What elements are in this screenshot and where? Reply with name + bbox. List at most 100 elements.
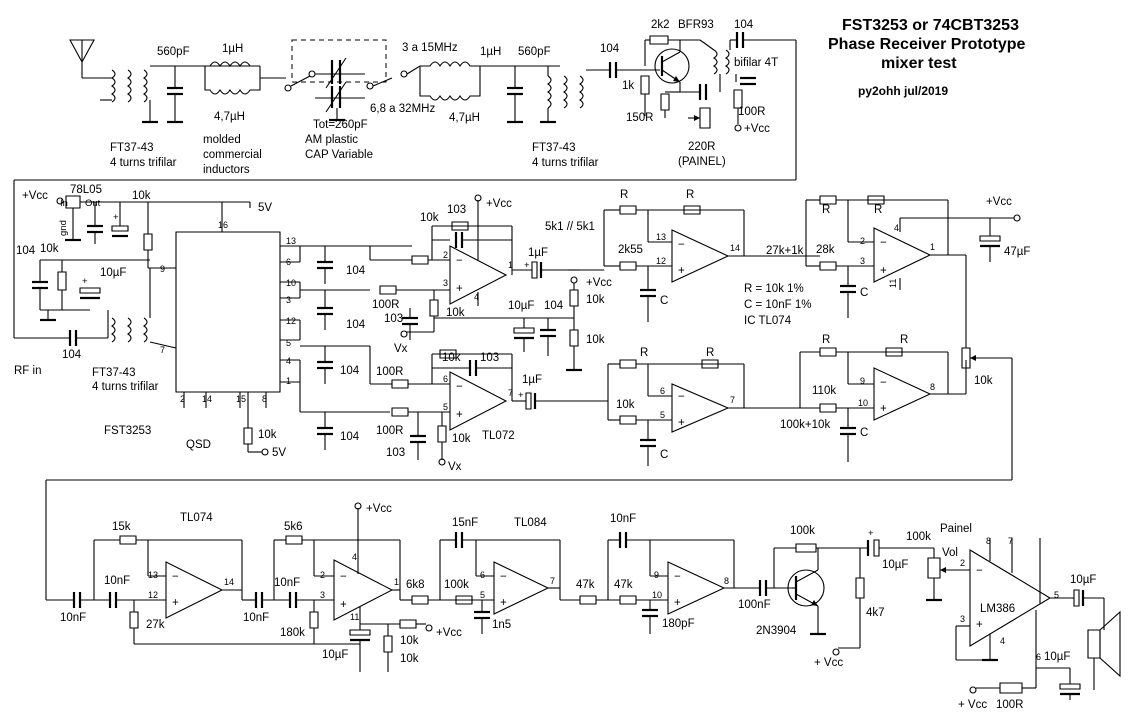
- phase-pin-8: 8: [930, 382, 935, 392]
- phase-shift-section: R R C 2k55 − + 13 12 14 R = 10k 1% C = 1…: [46, 189, 1030, 600]
- phase-pin-5: 5: [660, 410, 665, 420]
- painel-label: Painel: [940, 523, 972, 535]
- c1uf-b-plus: +: [518, 390, 524, 401]
- qsd-pin-5: 5: [286, 338, 291, 348]
- cap-variable-label: CAP Variable: [305, 149, 373, 161]
- reg-78l05-label: 78L05: [70, 184, 102, 196]
- audio-opamp-a: [166, 562, 222, 618]
- r100k-audio-label: 100k: [444, 579, 469, 591]
- opamp-b-plus: +: [456, 409, 463, 421]
- phase-opamp-c-minus: −: [678, 391, 685, 403]
- r-c-label: R: [822, 204, 830, 216]
- l2-1uh-label: 1µH: [480, 46, 501, 58]
- qsd-pin-9: 9: [160, 264, 165, 274]
- r150-label: 150R: [626, 112, 654, 124]
- transformer-1-primary: [112, 70, 115, 102]
- note-r-label: R = 10k 1%: [744, 283, 804, 295]
- speaker-icon: [1088, 630, 1100, 658]
- lm386-pin-7: 7: [1008, 536, 1013, 546]
- phase-pin-1: 1: [930, 242, 935, 252]
- r10k-fb1-label: 10k: [420, 212, 439, 224]
- c47uf-label: 47µF: [1004, 246, 1030, 258]
- bfr93-transistor-icon: [655, 49, 689, 83]
- r100k-bias-label: 100k: [790, 525, 815, 537]
- qsd-pin-4: 4: [286, 356, 291, 366]
- divider-c104-label: 104: [544, 300, 564, 312]
- reg-gnd-label: gnd: [58, 220, 69, 236]
- qsd-pin-1: 1: [286, 376, 291, 386]
- opamp-a-plus: +: [456, 283, 463, 295]
- r10k-g-label: 10k: [616, 399, 635, 411]
- c180pf-label: 180pF: [662, 618, 695, 630]
- audio-opamp-d: [668, 562, 724, 614]
- fst3253-chip: [176, 232, 280, 392]
- r10k-top-label: 10k: [132, 190, 151, 202]
- bifilar-label: bifilar 4T: [734, 57, 778, 69]
- audio-vcc-label: +Vcc: [366, 503, 392, 515]
- opamp-b-pin-5: 5: [443, 402, 448, 412]
- divider-r10k-top: 10k: [586, 294, 605, 306]
- r100r-b-label: 100R: [376, 366, 404, 378]
- lm386-pin-6: 6: [1036, 652, 1041, 662]
- opamp-a-pin-4: 4: [474, 292, 479, 302]
- vx1-label: Vx: [394, 343, 408, 355]
- c104-coupling-label: 104: [600, 43, 620, 55]
- r-a-label: R: [620, 189, 628, 201]
- audio-pin-10: 10: [652, 590, 662, 600]
- c10uf-left-plus: +: [82, 276, 88, 287]
- r-b-label: R: [686, 189, 694, 201]
- r10k-in1-label: 10k: [446, 307, 465, 319]
- c10nf-d-label: 10nF: [610, 513, 636, 525]
- audio-opamp-c-plus: +: [500, 597, 507, 609]
- tl072-opamp-a: [450, 246, 506, 304]
- pot220-label: 220R: [688, 141, 716, 153]
- lm386-minus: −: [976, 565, 983, 577]
- transformer-3: [112, 318, 115, 342]
- r100k-label: 100k+10k: [780, 419, 830, 431]
- buffer-vcc-label: + Vcc: [814, 657, 843, 669]
- opamp-b-pin-7: 7: [508, 388, 513, 398]
- phase-opamp-a-minus: −: [678, 239, 685, 251]
- c-b-label: C: [860, 287, 868, 299]
- opamp-b-minus: −: [456, 381, 463, 393]
- reg-cap-plus: +: [113, 212, 119, 223]
- fst3253-label: FST3253: [104, 425, 151, 437]
- audio-pin-11: 11: [350, 612, 359, 622]
- qsd-pin-15: 15: [236, 394, 246, 404]
- vx2-label: Vx: [448, 461, 462, 473]
- inductor-4u7h-b: [420, 66, 480, 100]
- phase-pin-10: 10: [858, 398, 868, 408]
- qsd-pin-7: 7: [160, 345, 165, 355]
- r5k1-label: 5k1 // 5k1: [545, 221, 595, 233]
- volume-pot[interactable]: [928, 558, 940, 578]
- r5k6-label: 5k6: [284, 521, 303, 533]
- r10k-bias-label: 10k: [40, 243, 59, 255]
- c10nf-in-label: 10nF: [60, 612, 86, 624]
- audio-vcc2-label: +Vcc: [436, 627, 462, 639]
- c-d-label: C: [860, 427, 868, 439]
- r100-label: 100R: [738, 106, 766, 118]
- r28k-label: 28k: [816, 244, 835, 256]
- pot220-painel-label: (PAINEL): [678, 156, 726, 168]
- qsd-pin-8: 8: [262, 394, 267, 404]
- qsd-pin-2: 2: [180, 394, 185, 404]
- lm386-vcc-label: + Vcc: [958, 699, 987, 711]
- rf-frontend: 560pF 1µH 4,7µH molded commercial induct…: [14, 19, 796, 338]
- tl074-opamp-a: [672, 230, 728, 282]
- c104-out-label: 104: [734, 19, 754, 31]
- title-line-3: mixer test: [881, 55, 957, 72]
- note-ic-label: IC TL074: [744, 315, 792, 327]
- 2n3904-label: 2N3904: [756, 625, 797, 637]
- pot-220r[interactable]: [700, 108, 710, 128]
- audio-opamp-b-minus: −: [340, 571, 347, 583]
- frontend-vcc-label: +Vcc: [744, 123, 770, 135]
- audio-pin-12: 12: [148, 590, 158, 600]
- c10uf-buffer-plus: +: [868, 528, 874, 539]
- phase-vcc-label: +Vcc: [986, 196, 1012, 208]
- audio-pin-3: 3: [320, 590, 325, 600]
- lm386-label: LM386: [980, 603, 1015, 615]
- c103-a-label: 103: [384, 313, 403, 325]
- phase-pin-4: 4: [894, 223, 899, 233]
- antenna-icon: [70, 40, 94, 78]
- tl072-opamp-b: [450, 372, 506, 430]
